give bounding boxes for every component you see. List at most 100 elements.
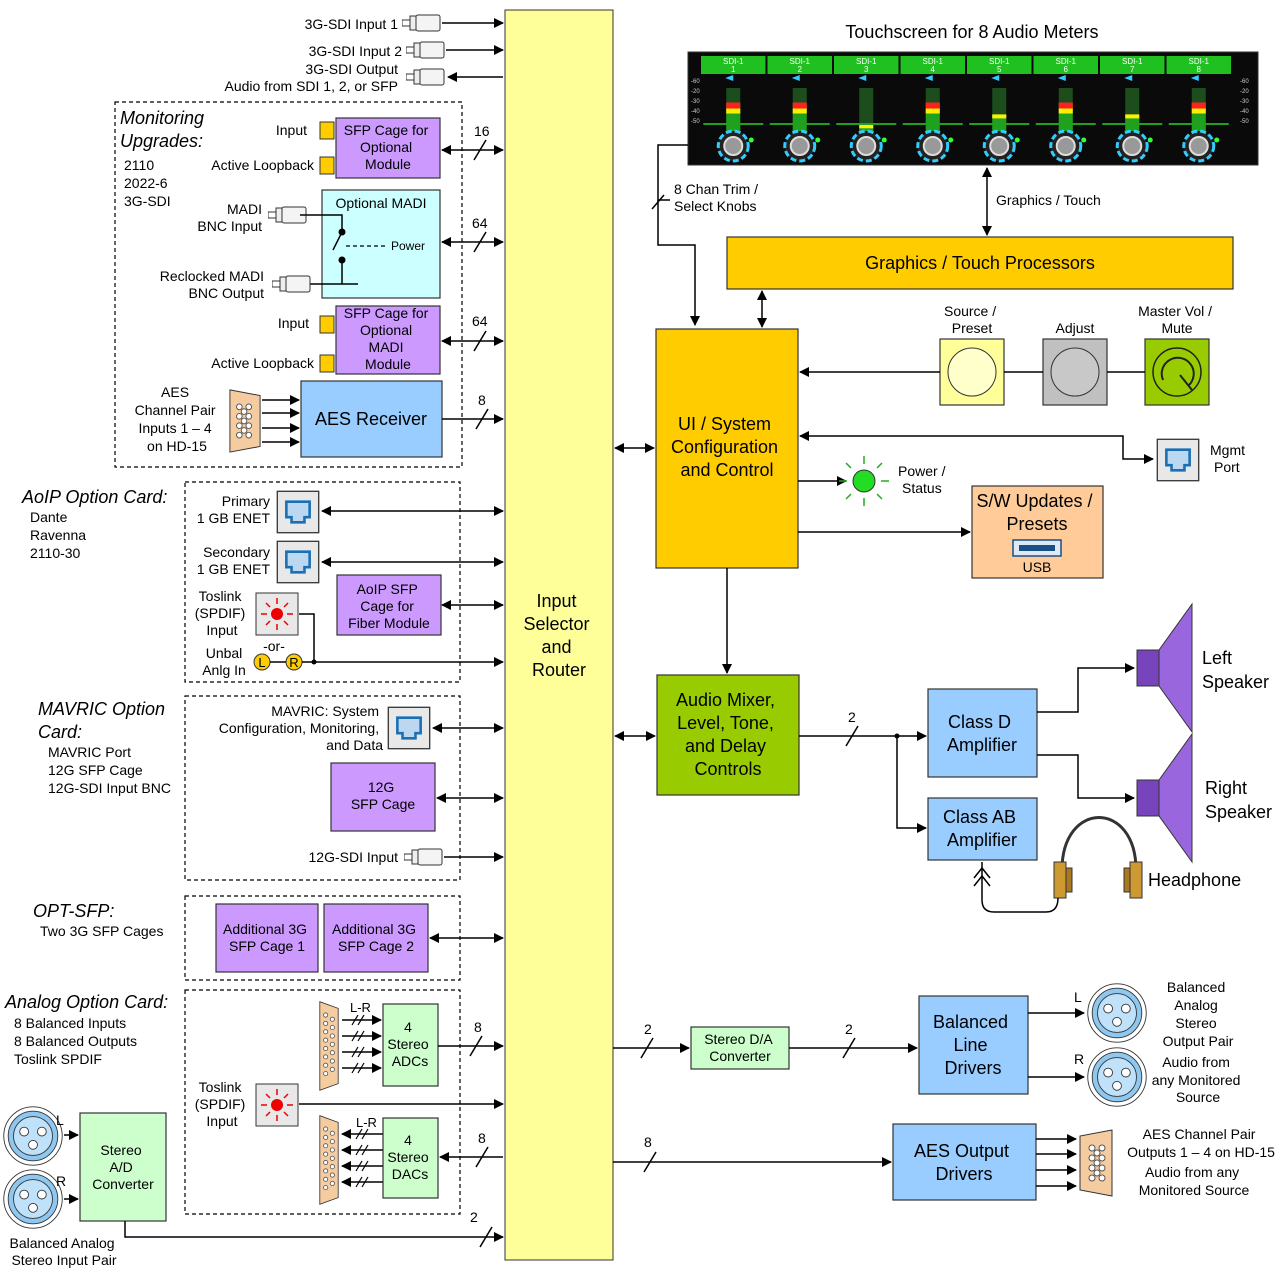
svg-text:3G-SDI Input 2: 3G-SDI Input 2 xyxy=(309,43,403,59)
svg-text:L: L xyxy=(56,1112,64,1128)
xlr-input-left-icon xyxy=(3,1106,63,1166)
svg-text:12G SFP Cage: 12G SFP Cage xyxy=(351,779,416,812)
svg-text:4 Stereo ADCs: 4 Stereo ADCs xyxy=(387,1019,432,1069)
svg-text:Toslink (SPDIF) Input: Toslink (SPDIF) Input xyxy=(195,588,249,638)
ethernet-port-icon xyxy=(276,540,320,584)
xlr-input-right-icon xyxy=(3,1169,63,1229)
svg-text:Toslink SPDIF: Toslink SPDIF xyxy=(14,1051,102,1067)
mgmt-port-icon xyxy=(1156,438,1200,482)
stereo-dacs xyxy=(382,1117,439,1199)
svg-text:Stereo A/D Converter: Stereo A/D Converter xyxy=(92,1142,154,1192)
mavric-title: MAVRIC Option xyxy=(38,699,165,719)
svg-text:Unbal: Unbal xyxy=(206,645,243,661)
meter-channel-8[interactable]: SDI-18 xyxy=(1166,56,1232,163)
svg-text:7: 7 xyxy=(1130,65,1135,74)
svg-text:SFP Cage for Optional Modu: SFP Cage for Optional Module xyxy=(344,122,432,172)
svg-text:Ravenna: Ravenna xyxy=(30,527,86,543)
analog-option-card xyxy=(184,989,461,1215)
sfp-cage-optional-module xyxy=(335,117,441,179)
meter-channel-7[interactable]: SDI-17 xyxy=(1100,56,1165,163)
svg-text:Active Loopback: Active Loopback xyxy=(211,355,315,371)
svg-text:-50: -50 xyxy=(1240,119,1249,125)
router-block xyxy=(504,9,614,1261)
optsfp-title: OPT-SFP: xyxy=(33,901,114,921)
svg-text:-60: -60 xyxy=(691,79,700,85)
svg-text:12G SFP Cage: 12G SFP Cage xyxy=(48,762,143,778)
hd15-output-icon xyxy=(1079,1129,1113,1197)
svg-text:SDI-1: SDI-1 xyxy=(1189,57,1210,66)
svg-text:Status: Status xyxy=(902,480,942,496)
svg-text:Master Vol / Mute: Master Vol / Mute xyxy=(1138,303,1216,336)
meter-channel-5[interactable]: SDI-15 xyxy=(967,56,1032,163)
svg-text:8: 8 xyxy=(478,392,486,408)
svg-text:Headphone: Headphone xyxy=(1148,870,1241,890)
svg-text:1 GB ENET: 1 GB ENET xyxy=(197,561,271,577)
svg-text:3G-SDI: 3G-SDI xyxy=(124,193,171,209)
mavric-port-icon xyxy=(387,706,431,750)
svg-text:L: L xyxy=(258,655,265,670)
svg-text:Audio Mixer, Level, Tone,: Audio Mixer, Level, Tone, and Delay Cont… xyxy=(676,690,780,779)
touchscreen-display[interactable]: SDI-11SDI-12SDI-13SDI-14SDI-15SDI-16SDI-… xyxy=(687,51,1259,166)
svg-text:8 Balanced Outputs: 8 Balanced Outputs xyxy=(14,1033,137,1049)
additional-sfp-cage-1 xyxy=(215,903,319,973)
svg-text:Source / Preset: Source / Preset xyxy=(944,303,1000,336)
svg-text:Active Loopback: Active Loopback xyxy=(211,157,315,173)
svg-text:SDI-1: SDI-1 xyxy=(923,57,944,66)
router-label: Input Selector and Router xyxy=(523,591,594,680)
class-d-amplifier xyxy=(927,688,1038,778)
meter-channel-1[interactable]: SDI-11 xyxy=(701,56,766,163)
additional-sfp-cage-2 xyxy=(323,903,429,973)
svg-text:8: 8 xyxy=(478,1130,486,1146)
sdi-input-1: 3G-SDI Input 1 xyxy=(305,14,504,32)
svg-text:SDI-1: SDI-1 xyxy=(856,57,877,66)
db25-input-icon xyxy=(319,1001,339,1091)
svg-text:UI / System Configuration: UI / System Configuration and Control xyxy=(671,414,783,480)
svg-text:Balanced Analog Stereo Input: Balanced Analog Stereo Input Pair xyxy=(10,1235,119,1268)
svg-text:3: 3 xyxy=(864,65,869,74)
svg-text:AoIP SFP Cage for Fiber Mo: AoIP SFP Cage for Fiber Module xyxy=(348,581,430,631)
meter-channel-2[interactable]: SDI-12 xyxy=(767,56,833,163)
bnc-icon xyxy=(402,14,441,32)
meter-channel-6[interactable]: SDI-16 xyxy=(1033,56,1099,163)
svg-text:Two 3G SFP Cages: Two 3G SFP Cages xyxy=(40,923,163,939)
stereo-da-converter xyxy=(690,1026,790,1070)
bnc-icon xyxy=(406,41,445,59)
sfp-port-icon xyxy=(319,156,335,175)
svg-text:SFP Cage for Optional MADI: SFP Cage for Optional MADI Module xyxy=(344,305,432,372)
svg-text:4 Stereo DACs: 4 Stereo DACs xyxy=(387,1132,432,1182)
svg-text:2022-6: 2022-6 xyxy=(124,175,168,191)
12g-sfp-cage xyxy=(330,762,436,832)
sfp-port-icon xyxy=(319,121,335,140)
svg-text:Optional MADI: Optional MADI xyxy=(335,195,426,211)
svg-text:R: R xyxy=(289,655,298,670)
monitoring-upgrades-card xyxy=(114,101,463,468)
svg-text:-50: -50 xyxy=(691,119,700,125)
svg-text:AES Channel Pair Inputs 1: AES Channel Pair Inputs 1 – 4 on HD-15 xyxy=(135,384,220,454)
left-speaker-icon xyxy=(1136,602,1193,734)
headphone-icon xyxy=(1053,816,1143,899)
svg-text:MADI: MADI xyxy=(227,201,262,217)
balanced-line-drivers xyxy=(918,995,1029,1095)
svg-text:3G-SDI Input 1: 3G-SDI Input 1 xyxy=(305,16,399,32)
svg-text:8: 8 xyxy=(474,1019,482,1035)
aes-output-drivers xyxy=(892,1123,1037,1201)
svg-text:-30: -30 xyxy=(691,99,700,105)
svg-text:Stereo D/A Converter: Stereo D/A Converter xyxy=(704,1031,776,1064)
svg-text:8: 8 xyxy=(1197,65,1202,74)
svg-text:16: 16 xyxy=(474,123,490,139)
svg-text:12G-SDI Input: 12G-SDI Input xyxy=(309,849,399,865)
meter-channel-4[interactable]: SDI-14 xyxy=(900,56,966,163)
audio-mixer-controls xyxy=(656,674,800,796)
svg-text:BNC Input: BNC Input xyxy=(197,218,262,234)
svg-text:AES Receiver: AES Receiver xyxy=(315,409,427,429)
db25-output-icon xyxy=(319,1115,339,1205)
sfp-cage-madi-module xyxy=(335,305,441,375)
svg-text:Graphics / Touch: Graphics / Touch xyxy=(996,192,1101,208)
svg-text:-40: -40 xyxy=(691,109,700,115)
svg-text:AES Output Drivers: AES Output Drivers xyxy=(914,1141,1014,1184)
svg-text:S/W Updates / Presets: S/W Updates / Presets xyxy=(976,491,1097,534)
touchscreen-title: Touchscreen for 8 Audio Meters xyxy=(845,22,1098,42)
meter-channel-3[interactable]: SDI-13 xyxy=(834,56,899,163)
svg-text:L-R: L-R xyxy=(356,1115,377,1130)
